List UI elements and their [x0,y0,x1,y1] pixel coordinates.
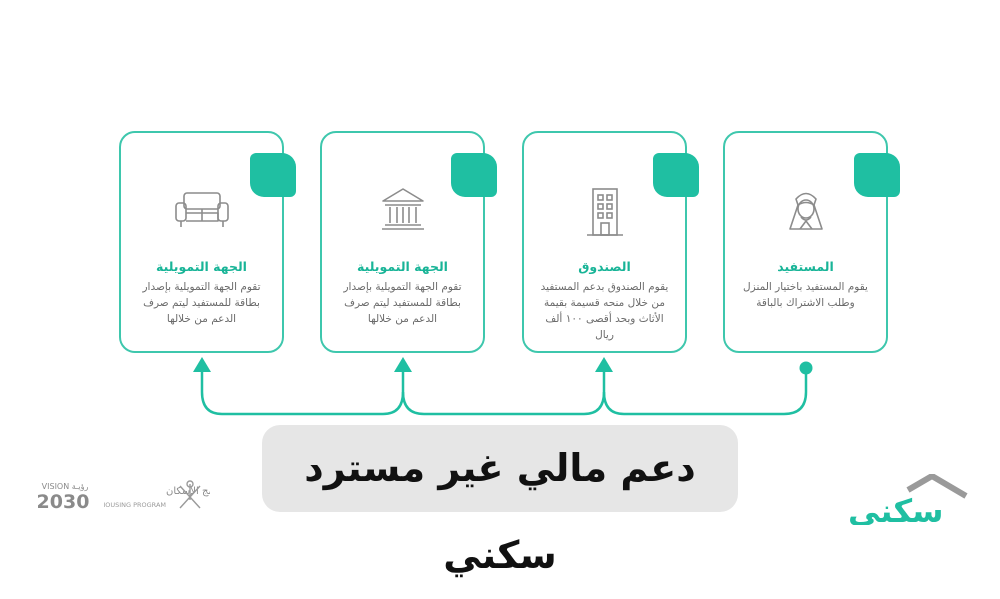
card-title: المستفيد [777,259,834,274]
card-tab-accent [653,153,699,197]
vision-year: 2030 [37,491,90,513]
housing-program-english: HOUSING PROGRAM [104,501,166,509]
building-icon [586,188,623,236]
roof-icon [906,474,968,499]
saudi-emblem-icon [179,480,201,509]
step-card-financing-entity-bank: الجهة التمويلية تقوم الجهة التمويلية بإص… [320,131,497,353]
connector-start-dot [799,361,813,375]
card-description: يقوم الصندوق بدعم المستفيد من خلال منحه … [540,281,669,341]
housing-program-logo: برنامج الإسكان HOUSING PROGRAM [104,480,210,509]
arrow-head-icon [595,357,613,372]
step-card-financing-entity-sofa: الجهة التمويلية تقوم الجهة التمويلية بإص… [119,131,296,353]
card-description: تقوم الجهة التمويلية بإصدار بطاقة للمستف… [343,281,462,325]
arrow-head-icon [193,357,211,372]
card-title: الجهة التمويلية [357,259,448,274]
vision-2030-logo: VISION رؤيـة 2030 [37,482,90,513]
sakani-logo: سكني [848,474,968,525]
sakani-wordmark: سكني [848,492,944,525]
bank-icon [381,188,424,230]
flow-connector [193,357,813,416]
card-description: يقوم المستفيد باختيار المنزل وطلب الاشتر… [743,281,868,309]
connector-segment-1 [602,368,808,416]
card-description: تقوم الجهة التمويلية بإصدار بطاقة للمستف… [142,281,261,325]
beneficiary-person-icon [788,192,823,230]
card-tab-accent [451,153,497,197]
sofa-icon [174,192,229,227]
arrow-head-icon [394,357,412,372]
page-title: دعم مالي غير مسترد سكني [262,425,738,577]
vision-label: VISION رؤيـة [42,482,89,491]
connector-segment-2 [401,368,606,416]
step-card-beneficiary: المستفيد يقوم المستفيد باختيار المنزل وط… [723,131,900,353]
card-tab-accent [250,153,296,197]
card-title: الصندوق [578,259,631,274]
step-card-fund: الصندوق يقوم الصندوق بدعم المستفيد من خل… [522,131,699,353]
housing-program-arabic: برنامج الإسكان [166,486,210,497]
connector-segment-3 [200,368,405,416]
card-tab-accent [854,153,900,197]
card-title: الجهة التمويلية [156,259,247,274]
